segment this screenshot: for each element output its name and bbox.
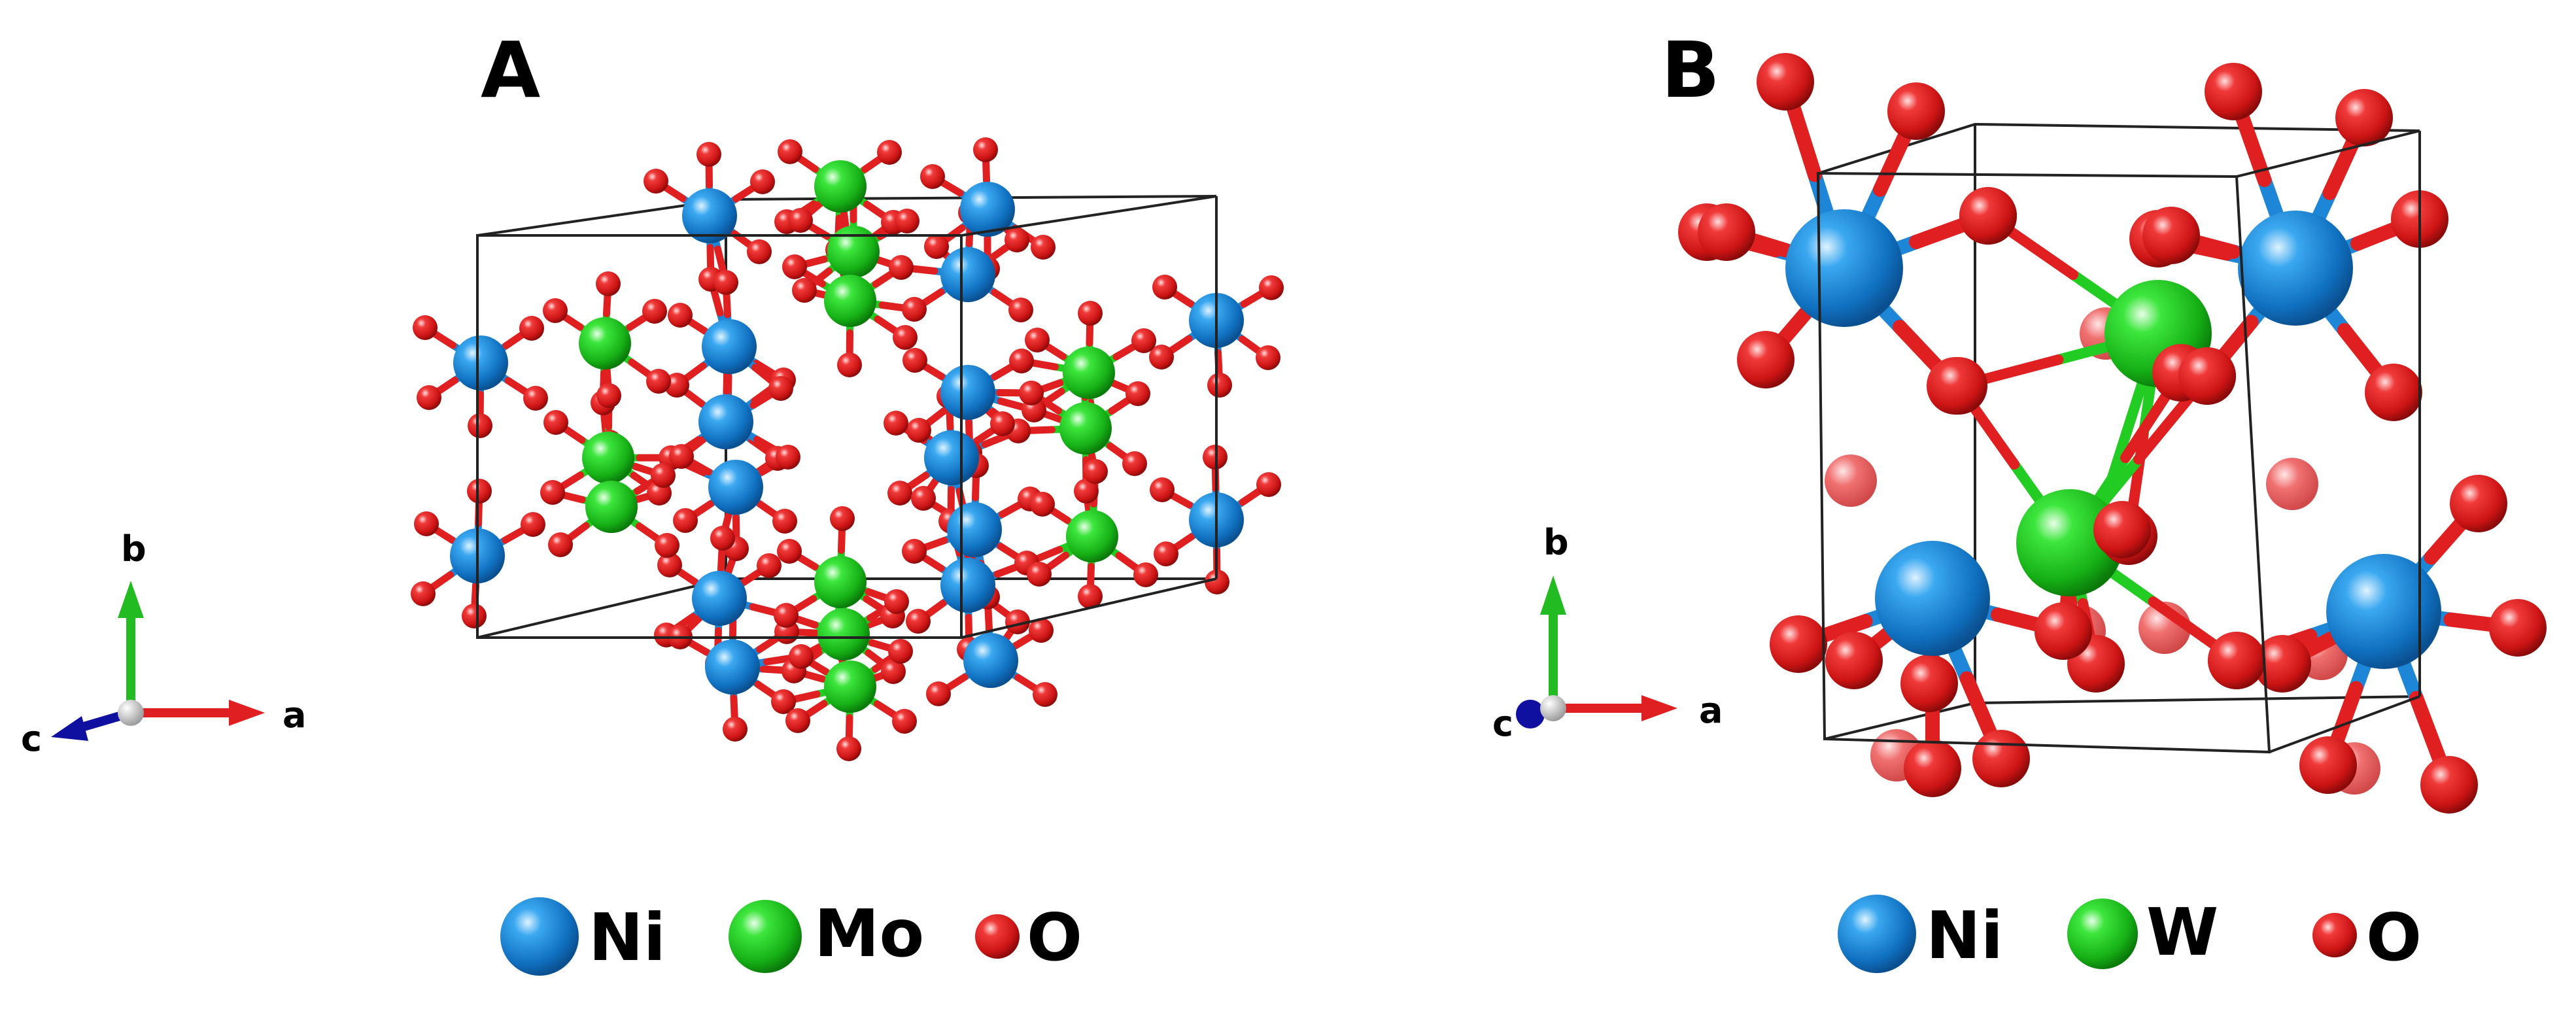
atoms-a xyxy=(411,137,1284,761)
unit-cell-front-b xyxy=(1816,129,2421,754)
legend-b: Ni W O xyxy=(1838,894,2422,976)
legend-label-o: O xyxy=(1027,899,1082,976)
panel-b-label: B xyxy=(1661,25,1720,115)
axis-label-b: b xyxy=(121,528,146,570)
legend-o-icon xyxy=(2312,913,2357,957)
axis-label-a: a xyxy=(1699,690,1723,731)
legend-label-ni: Ni xyxy=(1926,897,2003,974)
legend-label-mo: Mo xyxy=(814,895,924,972)
legend-ni-icon xyxy=(1838,895,1916,973)
axis-label-a: a xyxy=(283,694,306,736)
legend-a: Ni Mo O xyxy=(500,895,1082,976)
unit-cell-front-a xyxy=(476,195,1218,639)
atoms-b xyxy=(1678,53,2547,814)
axis-label-c: c xyxy=(21,718,42,759)
legend-label-ni: Ni xyxy=(589,899,666,976)
crystal-structure-b xyxy=(1678,53,2547,814)
legend-label-w: W xyxy=(2146,894,2218,970)
legend-o-icon xyxy=(975,914,1020,959)
axis-label-c: c xyxy=(1492,703,1513,744)
crystal-structure-a xyxy=(411,137,1284,761)
panel-a-label: A xyxy=(481,25,540,115)
axes-indicator-a: a b c xyxy=(21,528,306,759)
legend-mo-icon xyxy=(729,900,802,973)
panel-a: A xyxy=(21,25,1284,976)
axes-indicator-b: a b c xyxy=(1492,522,1723,744)
axis-label-b: b xyxy=(1543,522,1569,563)
panel-b: B a b c xyxy=(1492,25,2547,976)
legend-w-icon xyxy=(2067,899,2138,969)
legend-ni-icon xyxy=(500,897,579,976)
legend-label-o: O xyxy=(2366,899,2422,976)
